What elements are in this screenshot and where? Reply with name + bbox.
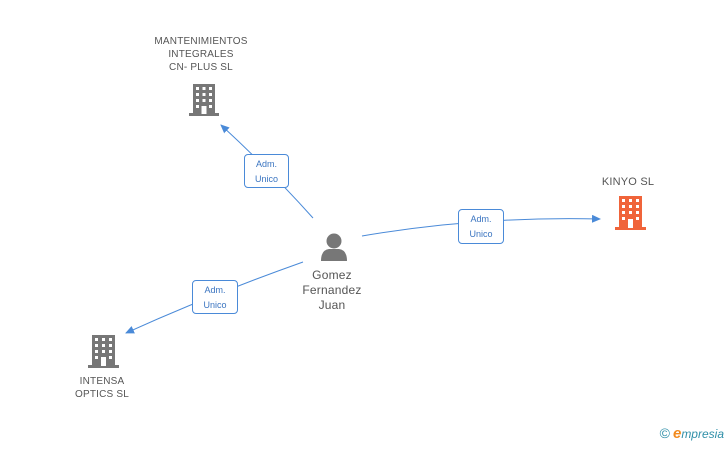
building-icon[interactable] [88,335,119,368]
person-icon[interactable] [321,233,347,262]
footer-brand: ©empresia [660,425,724,442]
company-label-kinyo[interactable]: KINYO SL [601,176,655,188]
copyright-icon: © [659,425,670,441]
edge-label-mantenimientos: Adm. Unico [244,154,289,188]
company-label-intensa[interactable]: INTENSA OPTICS SL [74,376,130,400]
company-label-mantenimientos[interactable]: MANTENIMIENTOS INTEGRALES CN- PLUS SL [154,36,248,73]
brand-initial: e [672,425,682,442]
edge-label-kinyo: Adm. Unico [458,209,504,244]
edge-label-intensa: Adm. Unico [192,280,238,314]
brand-name: mpresia [681,427,724,441]
person-label[interactable]: Gomez Fernandez Juan [302,268,362,312]
building-icon-highlighted[interactable] [615,196,646,230]
building-icon[interactable] [189,84,219,116]
